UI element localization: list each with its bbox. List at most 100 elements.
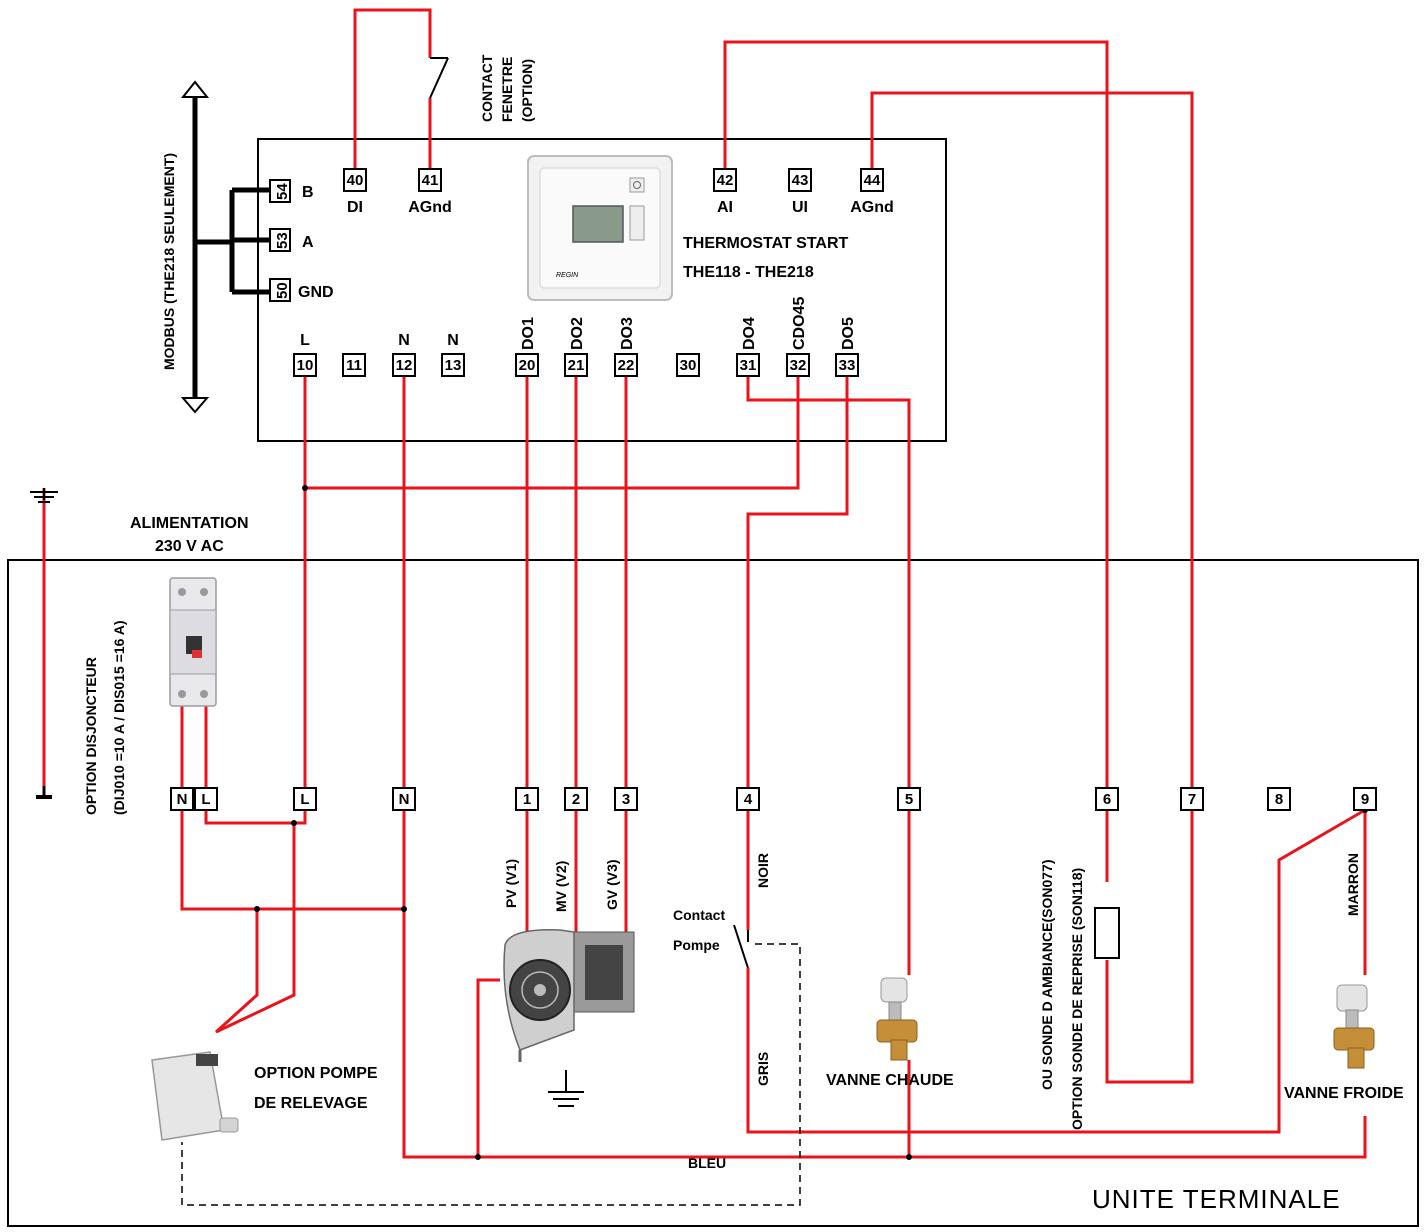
terminal-number: 41 bbox=[422, 172, 439, 189]
top-terminal-label: DI bbox=[347, 199, 363, 216]
top-terminal-label: AI bbox=[717, 199, 733, 216]
sonde-label-2: OPTION SONDE DE REPRISE (SON118) bbox=[1069, 868, 1085, 1130]
svg-text:54: 54 bbox=[274, 183, 291, 200]
contact-fenetre-1: CONTACT bbox=[479, 54, 495, 122]
top-terminal-42: 42 bbox=[713, 168, 737, 192]
option-disjoncteur-1: OPTION DISJONCTEUR bbox=[83, 657, 99, 815]
vanne-froide-label: VANNE FROIDE bbox=[1284, 1085, 1404, 1102]
unit-terminal-11: 8 bbox=[1267, 787, 1291, 811]
terminal-number: 20 bbox=[519, 357, 536, 374]
terminal-number: 40 bbox=[347, 172, 364, 189]
unit-terminal-6: 3 bbox=[614, 787, 638, 811]
unit-terminal-10: 7 bbox=[1180, 787, 1204, 811]
unit-terminal-4: 1 bbox=[515, 787, 539, 811]
bus-terminal-label: A bbox=[302, 234, 314, 251]
bottom-terminal-12: 12 bbox=[392, 353, 416, 377]
terminal-number: 32 bbox=[790, 357, 807, 374]
terminal-number: 42 bbox=[717, 172, 734, 189]
wire-label-gris: GRIS bbox=[755, 1052, 771, 1086]
terminal-number: 21 bbox=[568, 357, 585, 374]
thermostat-name: THERMOSTAT START bbox=[683, 235, 849, 252]
power-icon bbox=[629, 177, 645, 193]
terminal-number: 22 bbox=[618, 357, 635, 374]
terminal-number: 3 bbox=[622, 791, 630, 808]
unit-terminal-12: 9 bbox=[1353, 787, 1377, 811]
unit-terminal-7: 4 bbox=[736, 787, 760, 811]
terminal-number: 31 bbox=[740, 357, 757, 374]
top-terminal-43: 43 bbox=[788, 168, 812, 192]
bottom-terminal-30: 30 bbox=[676, 353, 700, 377]
fan-ground-symbol bbox=[548, 1070, 584, 1107]
svg-text:53: 53 bbox=[274, 232, 291, 249]
top-terminal-label: AGnd bbox=[850, 199, 894, 216]
fan-label-v1: PV (V1) bbox=[503, 859, 519, 908]
sensor-resistor bbox=[1094, 907, 1120, 959]
wire-label-marron: MARRON bbox=[1345, 853, 1361, 916]
bus-terminal-label: GND bbox=[298, 284, 334, 301]
bottom-terminal-label: CDO45 bbox=[791, 297, 808, 350]
bottom-terminal-11: 11 bbox=[342, 353, 366, 377]
terminal-number: 13 bbox=[445, 357, 462, 374]
modbus-label: MODBUS (THE218 SEULEMENT) bbox=[161, 153, 177, 370]
junction-dots bbox=[254, 485, 1368, 1160]
bottom-terminal-label: N bbox=[447, 332, 459, 349]
thermostat-screen bbox=[572, 205, 624, 243]
bottom-terminal-label: N bbox=[398, 332, 410, 349]
svg-text:50: 50 bbox=[274, 282, 291, 299]
ground-symbol-top bbox=[30, 488, 58, 799]
pompe-relevage-1: OPTION POMPE bbox=[254, 1065, 378, 1082]
vanne-froide-valve bbox=[1333, 984, 1375, 1069]
terminal-number: 12 bbox=[396, 357, 413, 374]
wire-label-bleu: BLEU bbox=[688, 1155, 726, 1171]
wires bbox=[180, 8, 1367, 1159]
bottom-terminal-10: 10 bbox=[293, 353, 317, 377]
thermostat-models: THE118 - THE218 bbox=[683, 264, 814, 281]
bottom-terminal-label: DO5 bbox=[840, 317, 857, 350]
terminal-number: 7 bbox=[1188, 791, 1196, 808]
bottom-terminal-label: L bbox=[300, 332, 310, 349]
terminal-number: 2 bbox=[572, 791, 580, 808]
unit-terminal-0: N bbox=[170, 787, 194, 811]
terminal-number: 1 bbox=[523, 791, 531, 808]
unit-terminal-9: 6 bbox=[1095, 787, 1119, 811]
fan-blower bbox=[503, 929, 635, 1062]
pompe-relevage bbox=[151, 1051, 239, 1141]
terminal-number: 6 bbox=[1103, 791, 1111, 808]
alimentation-label: ALIMENTATION bbox=[130, 515, 249, 532]
bottom-terminal-label: DO4 bbox=[741, 317, 758, 350]
bottom-terminal-21: 21 bbox=[564, 353, 588, 377]
terminal-number: N bbox=[177, 791, 188, 808]
sonde-label-1: OU SONDE D AMBIANCE(SON077) bbox=[1039, 859, 1055, 1090]
unit-terminal-8: 5 bbox=[897, 787, 921, 811]
terminal-number: 5 bbox=[905, 791, 913, 808]
terminal-number: 30 bbox=[680, 357, 697, 374]
bottom-terminal-label: DO2 bbox=[569, 317, 586, 350]
up-down-icon bbox=[629, 205, 645, 241]
bus-terminal-53: 53 A bbox=[269, 228, 314, 252]
pump-contact-switch bbox=[733, 924, 749, 969]
contact-pompe-2: Pompe bbox=[673, 937, 720, 953]
terminal-number: L bbox=[300, 791, 309, 808]
window-contact-switch bbox=[429, 57, 449, 99]
terminal-number: 9 bbox=[1361, 791, 1369, 808]
bus-terminal-54: 54 B bbox=[269, 179, 314, 203]
unit-title: UNITE TERMINALE bbox=[1092, 1184, 1341, 1214]
wire-label-noir: NOIR bbox=[755, 853, 771, 888]
top-terminal-label: AGnd bbox=[408, 199, 452, 216]
top-terminal-label: UI bbox=[792, 199, 808, 216]
terminal-number: 8 bbox=[1275, 791, 1283, 808]
terminal-number: 43 bbox=[792, 172, 809, 189]
bottom-terminal-label: DO3 bbox=[619, 317, 636, 350]
fan-label-v2: MV (V2) bbox=[553, 861, 569, 912]
contact-pompe-1: Contact bbox=[673, 907, 725, 923]
terminal-number: 33 bbox=[839, 357, 856, 374]
contact-fenetre-3: (OPTION) bbox=[519, 59, 535, 122]
fan-label-v3: GV (V3) bbox=[604, 859, 620, 910]
vanne-chaude-valve bbox=[876, 977, 918, 1061]
alimentation-voltage: 230 V AC bbox=[155, 538, 224, 555]
contact-fenetre-2: FENETRE bbox=[499, 57, 515, 122]
terminal-number: 10 bbox=[297, 357, 314, 374]
